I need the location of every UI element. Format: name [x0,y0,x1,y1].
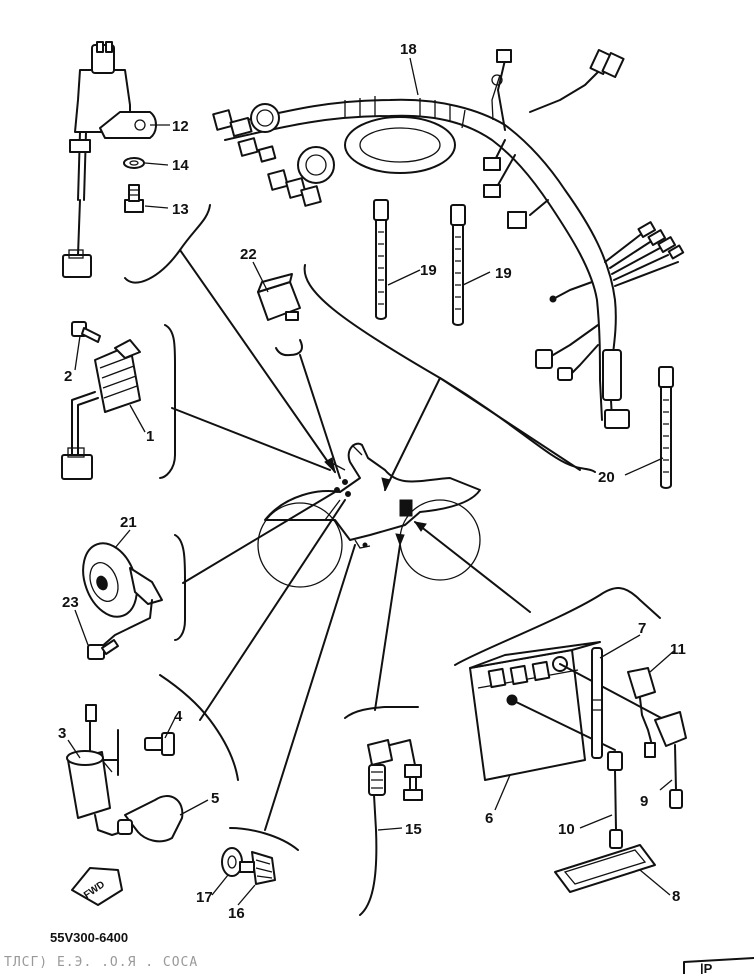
callout-3: 3 [58,725,66,742]
bolt-13 [124,184,144,213]
callout-18: 18 [400,41,417,58]
cable-tie-20 [658,366,674,489]
bolt-2 [71,321,101,343]
callout-15: 15 [405,821,422,838]
callout-8: 8 [672,888,680,905]
battery-band-8 [554,844,656,893]
horn-22 [82,542,163,649]
callout-16: 16 [228,905,245,922]
battery-6 [469,641,666,781]
callout-23: 23 [62,594,79,611]
callout-19a: 19 [420,262,437,279]
bolt-4 [144,732,175,756]
ignition-coil-3 [66,704,129,836]
callout-9: 9 [640,793,648,810]
main-switch [62,41,157,278]
callout-numbers: 12 14 13 18 22 19 19 2 1 20 21 23 7 11 4… [58,41,686,922]
callout-11: 11 [670,641,686,658]
callout-17: 17 [196,889,213,906]
washer-14 [123,157,145,169]
battery-cover-11 [627,667,656,758]
fwd-arrow-icon: FWD [71,867,123,906]
group-brackets [124,204,661,851]
callout-5: 5 [211,790,219,807]
spark-plug-lead-15 [359,739,423,916]
drawing-code: 55V300-6400 [50,930,128,945]
neutral-switch-16 [239,851,276,885]
callout-20: 20 [598,469,615,486]
rectifier-regulator [61,339,141,480]
callout-1: 1 [146,428,154,445]
battery-breather-pipe-7 [591,647,603,759]
callout-10: 10 [558,821,575,838]
wire-harness [212,48,685,429]
callout-2: 2 [64,368,72,385]
cable-tie-19b [450,204,466,326]
battery-lead-10 [607,751,623,849]
callout-13: 13 [172,201,189,218]
callout-6: 6 [485,810,493,827]
battery-lead-9 [654,711,687,809]
callout-12: 12 [172,118,189,135]
footer-smudge: ТЛСГ) Е.Э. .О.Я . СОСА [4,955,198,970]
callout-21: 22 [240,246,257,263]
callout-7: 7 [638,620,646,637]
callout-14: 14 [172,157,189,174]
corner-mark-text: |P [700,961,713,974]
callout-4: 4 [174,708,183,725]
callout-19b: 19 [495,265,512,282]
cable-tie-19a [373,199,389,320]
callout-leaders [67,57,676,906]
corner-mark: |P [683,957,754,974]
callout-22: 21 [120,514,137,531]
spark-plug-cap-5 [117,795,184,843]
gasket-17 [221,847,243,877]
relay-21 [257,273,301,321]
bolt-23 [87,639,119,660]
motorcycle-outline [257,442,481,588]
